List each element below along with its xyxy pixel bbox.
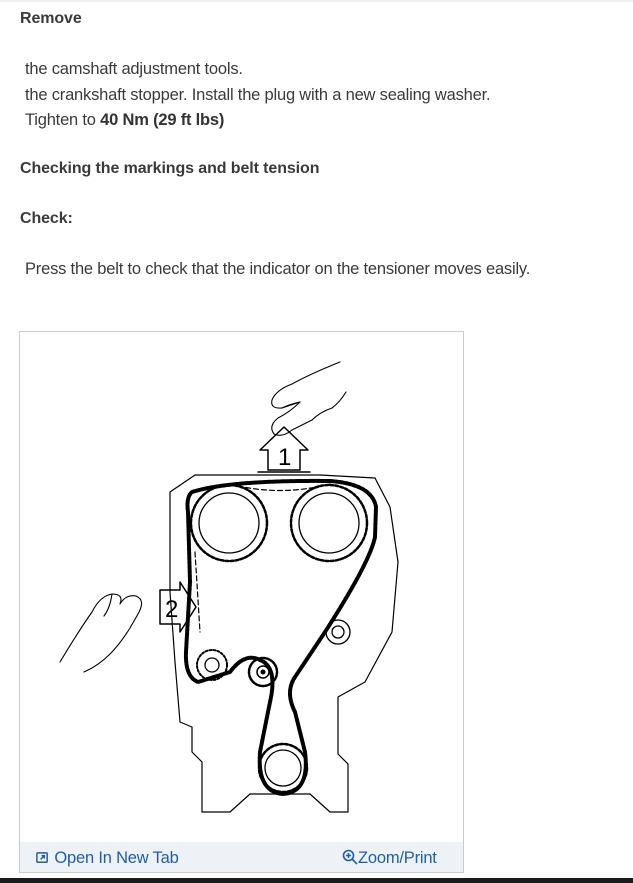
hand-left-illustration [59, 593, 143, 673]
zoom-print-link[interactable]: Zoom/Print [342, 849, 437, 868]
zoom-icon [342, 849, 358, 865]
open-new-tab-link[interactable]: Open In New Tab [35, 849, 179, 868]
top-divider [0, 0, 633, 2]
torque-value: 40 Nm (29 ft lbs) [100, 111, 225, 129]
label-2: 2 [165, 596, 178, 623]
camshaft-pulley-right [289, 483, 369, 563]
open-new-tab-label: Open In New Tab [54, 849, 179, 867]
remove-item-2: the crankshaft stopper. Install the plug… [25, 86, 491, 104]
check-instruction: Press the belt to check that the indicat… [25, 260, 531, 278]
remove-heading: Remove [20, 10, 82, 27]
hand-top-illustration [271, 361, 347, 436]
engine-block-outline [169, 474, 399, 813]
arrow-1 [259, 426, 309, 471]
checking-heading: Checking the markings and belt tension [20, 160, 320, 177]
arrow-2 [159, 581, 197, 633]
camshaft-pulley-left [189, 483, 269, 563]
check-heading: Check: [20, 210, 73, 227]
timing-belt-diagram[interactable]: 1 2 [20, 332, 463, 842]
figure-footer: Open In New Tab Zoom/Print [20, 842, 463, 872]
idler-pulley-left [196, 649, 228, 681]
open-tab-icon [36, 852, 48, 863]
label-1: 1 [278, 444, 291, 471]
tighten-prefix: Tighten to [25, 111, 101, 129]
zoom-print-label: Zoom/Print [358, 849, 437, 867]
bottom-bar [0, 878, 633, 883]
belt-tensioner [247, 656, 279, 688]
tighten-line: Tighten to 40 Nm (29 ft lbs) [25, 111, 224, 130]
remove-item-1: the camshaft adjustment tools. [25, 60, 243, 78]
belt-diagram-figure: 1 2 Open In New Tab Zoom/Print [19, 331, 464, 873]
timing-belt [183, 478, 378, 796]
